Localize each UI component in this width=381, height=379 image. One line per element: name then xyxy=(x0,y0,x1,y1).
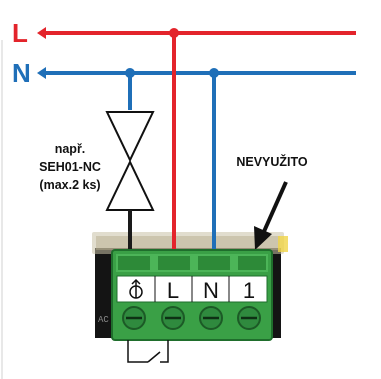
terminal-1-valve-symbol-icon xyxy=(129,278,143,299)
terminal-screw-3 xyxy=(199,306,223,330)
line-arrow-icon xyxy=(37,27,46,39)
terminal-screw-1 xyxy=(122,306,146,330)
neutral-bus-label: N xyxy=(12,58,31,88)
line-bus-label: L xyxy=(12,18,28,48)
terminal-label-l: L xyxy=(167,278,179,303)
line-junction-dot xyxy=(169,28,179,38)
terminal-screw-4 xyxy=(237,306,261,330)
valve-symbol-icon xyxy=(105,111,155,211)
valve-note-line2: SEH01-NC xyxy=(39,160,101,174)
unused-arrow-icon xyxy=(254,181,288,250)
valve-note: např. SEH01-NC (max.2 ks) xyxy=(39,142,101,192)
switch-contact-icon xyxy=(127,340,169,363)
neutral-junction-dot-right xyxy=(209,68,219,78)
terminal-screw-2 xyxy=(161,306,185,330)
neutral-junction-dot-left xyxy=(125,68,135,78)
neutral-arrow-icon xyxy=(37,67,46,79)
svg-text:AC: AC xyxy=(98,315,109,325)
terminal-label-1: 1 xyxy=(243,278,255,303)
valve-note-line3: (max.2 ks) xyxy=(39,178,100,192)
unused-terminal-label: NEVYUŽITO xyxy=(236,154,308,169)
terminal-label-n: N xyxy=(203,278,219,303)
valve-note-line1: např. xyxy=(55,142,86,156)
